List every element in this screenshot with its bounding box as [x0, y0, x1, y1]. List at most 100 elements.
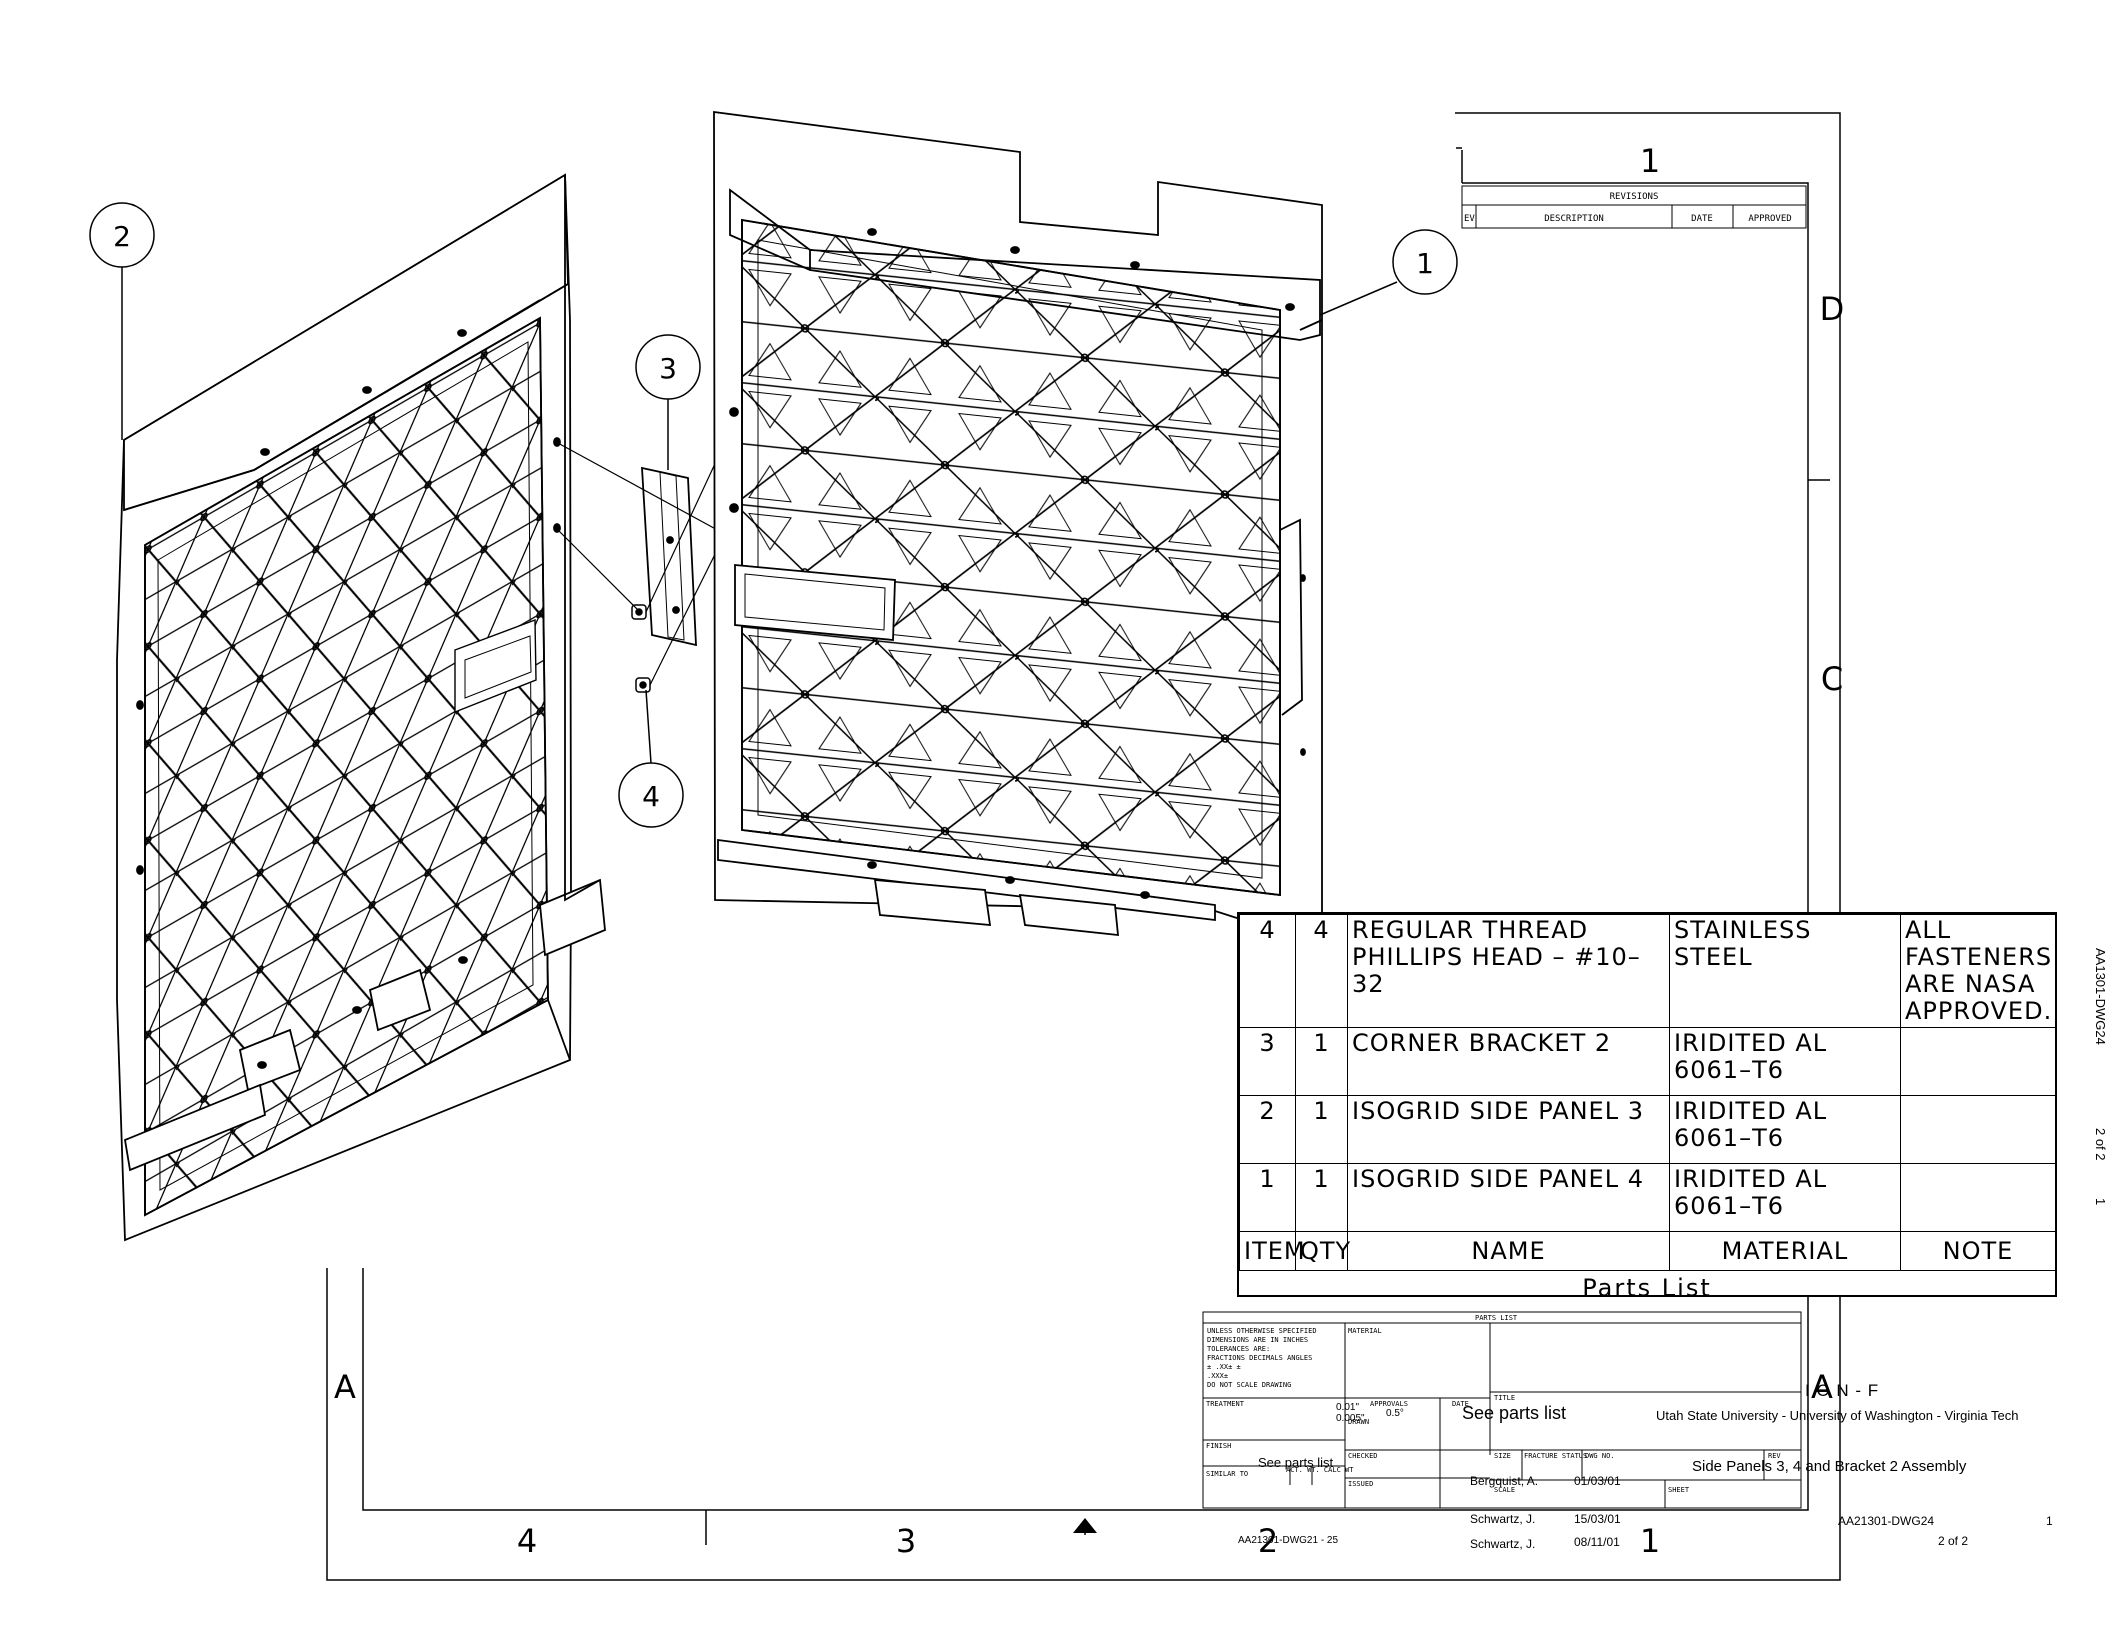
revisions-col: APPROVED	[1748, 214, 1791, 224]
callout-label: 1	[1416, 247, 1434, 280]
tolerance-line: FRACTIONS DECIMALS ANGLES	[1207, 1354, 1313, 1362]
sheet-value: 2 of 2	[1938, 1534, 1969, 1548]
note-cell	[1900, 1095, 2056, 1164]
dwg-number: AA21301-DWG24	[1838, 1514, 1935, 1528]
drawn-by: Bergquist, A.	[1470, 1474, 1539, 1488]
issued-by: Schwartz, J.	[1470, 1537, 1536, 1551]
checked-date: 15/03/01	[1574, 1512, 1621, 1526]
header-name: NAME	[1347, 1231, 1670, 1271]
zone-label: 1	[1640, 142, 1660, 180]
zone-label: A	[334, 1368, 356, 1406]
table-row: 1 1 ISOGRID SIDE PANEL 4 IRIDITED AL 606…	[1239, 1163, 2056, 1232]
orientation-arrow-icon	[1073, 1518, 1097, 1533]
zone-label: 4	[517, 1522, 537, 1560]
callout-balloon-3: 3	[635, 334, 701, 470]
side-panel-3	[116, 173, 606, 1242]
rev-value: 1	[2046, 1514, 2053, 1528]
material-cell: IRIDITED AL 6061–T6	[1669, 1163, 1901, 1232]
project-name: I O N - F	[1805, 1381, 1880, 1400]
drawn-label: DRAWN	[1348, 1418, 1370, 1426]
material-cell: IRIDITED AL 6061–T6	[1669, 1095, 1901, 1164]
reference-dwg: AA21301-DWG21 - 25	[1238, 1535, 1339, 1546]
title-block	[1202, 1311, 1802, 1509]
item-cell: 2	[1239, 1095, 1296, 1164]
qty-cell: 1	[1295, 1163, 1348, 1232]
header-qty: QTY	[1295, 1231, 1350, 1271]
see-parts-list-finish: See parts list	[1258, 1455, 1334, 1470]
revisions-col: DESCRIPTION	[1544, 214, 1604, 224]
tolerance-decimal-0005: 0.005"	[1336, 1413, 1365, 1424]
table-row: 2 1 ISOGRID SIDE PANEL 3 IRIDITED AL 606…	[1239, 1095, 2056, 1164]
corner-bracket-2	[641, 466, 697, 647]
table-row: 3 1 CORNER BRACKET 2 IRIDITED AL 6061–T6	[1239, 1027, 2056, 1096]
sheet-label: SHEET	[1668, 1486, 1690, 1494]
act-wt-label: ACT. WT. CALC WT	[1286, 1466, 1354, 1474]
universities: Utah State University - University of Wa…	[1656, 1408, 2019, 1423]
material-label: MATERIAL	[1348, 1327, 1382, 1335]
similar-to-label: SIMILAR TO	[1206, 1470, 1249, 1478]
see-parts-list-title: See parts list	[1462, 1403, 1567, 1423]
zone-label: C	[1821, 660, 1843, 698]
name-cell: ISOGRID SIDE PANEL 4	[1347, 1163, 1670, 1232]
border-frame	[326, 112, 1841, 1581]
callout-balloon-2: 2	[89, 202, 155, 440]
callout-balloon-1: 1	[1319, 229, 1458, 316]
tolerance-line: ± .XX± ±	[1207, 1363, 1241, 1371]
qty-cell: 1	[1295, 1095, 1348, 1164]
title-label: TITLE	[1494, 1394, 1516, 1402]
zone-label: 2	[1258, 1522, 1278, 1560]
dwg-no-label: DWG NO.	[1585, 1452, 1615, 1460]
note-cell	[1900, 1027, 2056, 1096]
tolerance-angle: 0.5°	[1386, 1408, 1404, 1419]
tolerance-line: DIMENSIONS ARE IN INCHES	[1207, 1336, 1309, 1344]
drawn-date: 01/03/01	[1574, 1474, 1621, 1488]
table-row: 4 4 REGULAR THREAD PHILLIPS HEAD – #10–3…	[1239, 914, 2056, 1028]
qty-cell: 4	[1295, 914, 1348, 1028]
item-cell: 3	[1239, 1027, 1296, 1096]
checked-by: Schwartz, J.	[1470, 1512, 1536, 1526]
material-cell: IRIDITED AL 6061–T6	[1669, 1027, 1901, 1096]
side-dwg-number: AA1301-DWG24	[2093, 948, 2108, 1045]
zone-label: 3	[896, 1522, 916, 1560]
tolerance-line: DO NOT SCALE DRAWING	[1207, 1381, 1292, 1389]
header-note: NOTE	[1900, 1231, 2056, 1271]
side-panel-4	[713, 110, 1323, 952]
assembly-lines	[555, 409, 746, 686]
callout-label: 4	[642, 780, 660, 813]
tolerance-line: TOLERANCES ARE:	[1207, 1345, 1271, 1353]
callout-label: 2	[113, 220, 131, 253]
parts-list-table: 4 4 REGULAR THREAD PHILLIPS HEAD – #10–3…	[1237, 912, 2057, 1302]
revisions-col: DATE	[1691, 214, 1713, 224]
revisions-block	[1461, 185, 1807, 229]
revisions-title: REVISIONS	[1610, 192, 1659, 202]
fracture-status-label: FRACTURE STATUS	[1524, 1452, 1588, 1460]
zone-label: 1	[1640, 1522, 1660, 1560]
zone-label: D	[1820, 290, 1845, 328]
parts-list-title: Parts List	[1582, 1274, 1712, 1302]
checked-label: CHECKED	[1348, 1452, 1378, 1460]
name-cell: CORNER BRACKET 2	[1347, 1027, 1670, 1096]
finish-label: FINISH	[1206, 1442, 1232, 1450]
tolerance-decimal-001: 0.01"	[1336, 1402, 1360, 1413]
material-cell: STAINLESS STEEL	[1669, 914, 1901, 1028]
item-cell: 1	[1239, 1163, 1296, 1232]
tolerance-line: .XXX±	[1207, 1372, 1229, 1380]
header-material: MATERIAL	[1669, 1231, 1901, 1271]
name-cell: ISOGRID SIDE PANEL 3	[1347, 1095, 1670, 1164]
drawing-title: Side Panels 3, 4 and Bracket 2 Assembly	[1692, 1458, 1967, 1475]
rev-label: REV	[1768, 1452, 1781, 1460]
treatment-label: TREATMENT	[1206, 1400, 1244, 1408]
title-block-parts-list-label: PARTS LIST	[1475, 1314, 1518, 1322]
tolerance-note: UNLESS OTHERWISE SPECIFIED DIMENSIONS AR…	[1207, 1327, 1317, 1390]
side-rev: 1	[2093, 1198, 2108, 1205]
note-cell	[1900, 1163, 2056, 1232]
issued-label: ISSUED	[1348, 1480, 1374, 1488]
size-label: SIZE	[1494, 1452, 1511, 1460]
revisions-col: EV	[1464, 214, 1475, 224]
date-label: DATE	[1452, 1400, 1469, 1408]
callout-label: 3	[659, 352, 677, 385]
scale-label: SCALE	[1494, 1486, 1516, 1494]
name-cell: REGULAR THREAD PHILLIPS HEAD – #10–32	[1347, 914, 1670, 1028]
issued-date: 08/11/01	[1574, 1535, 1620, 1549]
item-cell: 4	[1239, 914, 1296, 1028]
